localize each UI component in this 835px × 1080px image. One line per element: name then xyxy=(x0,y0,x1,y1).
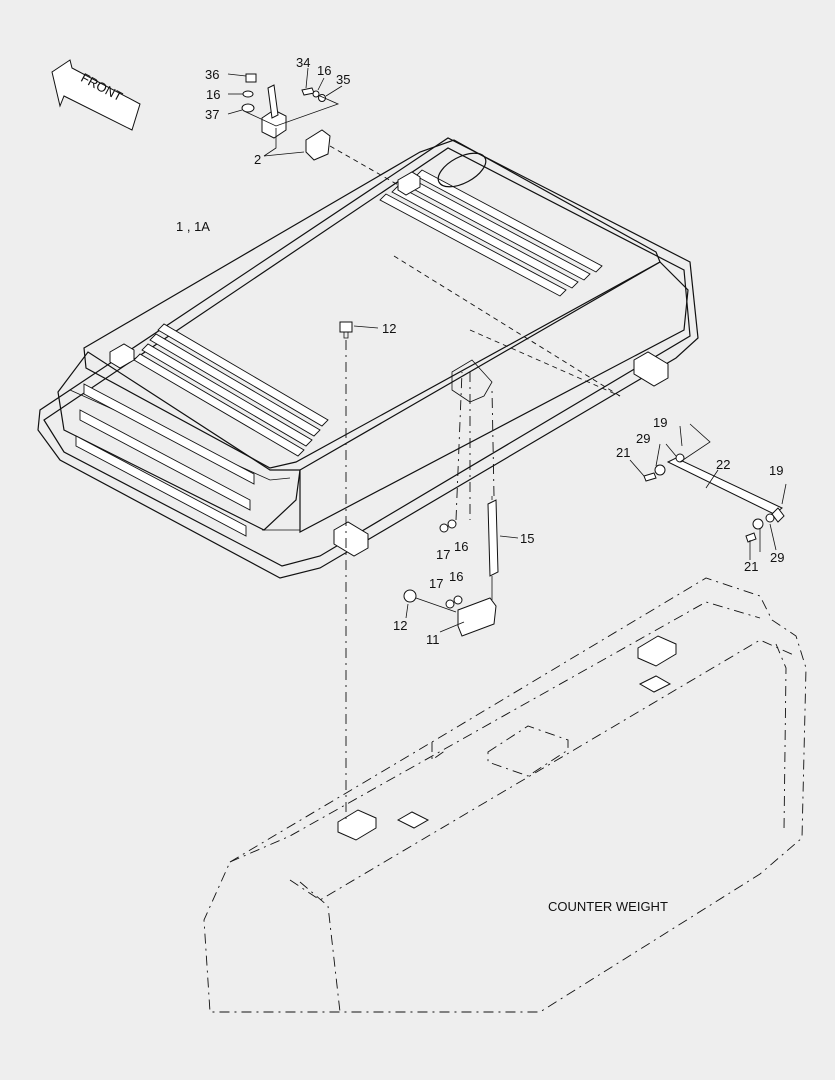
callout-16d: 16 xyxy=(449,569,463,584)
stay-rod-assembly xyxy=(393,255,787,560)
counterweight-pad-front xyxy=(396,811,430,829)
washer-37 xyxy=(241,103,255,113)
counterweight-label: COUNTER WEIGHT xyxy=(548,899,668,914)
bolt-21-lower xyxy=(745,532,757,543)
callout-15: 15 xyxy=(520,531,534,546)
bracket-11 xyxy=(457,597,497,637)
callout-16b: 16 xyxy=(317,63,331,78)
hinge-front xyxy=(333,521,369,557)
hood-vents-front xyxy=(75,383,255,537)
callout-12a: 12 xyxy=(382,321,396,336)
bolt-34 xyxy=(301,87,315,96)
hinge-top xyxy=(397,171,421,196)
callout-11: 11 xyxy=(426,632,440,647)
counterweight-block-front xyxy=(337,809,377,841)
engine-hood xyxy=(37,137,699,579)
callout-2: 2 xyxy=(254,152,261,167)
callout-21a: 21 xyxy=(616,445,630,460)
bolt-36 xyxy=(245,73,257,83)
callout-36: 36 xyxy=(205,67,219,82)
hood-vents-left xyxy=(133,323,329,457)
callout-29b: 29 xyxy=(770,550,784,565)
stay-rod-22 xyxy=(666,457,783,515)
washer-16-mid xyxy=(312,90,320,98)
counterweight-block-rear xyxy=(637,635,677,667)
callout-19b: 19 xyxy=(769,463,783,478)
hinge-left-top xyxy=(109,343,135,369)
bolt-21-upper xyxy=(643,472,657,482)
front-arrow: FRONT xyxy=(51,59,141,131)
gas-spring-assembly xyxy=(403,371,519,637)
striker-2 xyxy=(305,129,331,161)
counterweight-pad-rear xyxy=(638,675,672,693)
callout-37: 37 xyxy=(205,107,219,122)
callout-12b: 12 xyxy=(393,618,407,633)
hood-vents-right xyxy=(379,169,603,297)
callout-17b: 17 xyxy=(429,576,443,591)
washer-29-lower xyxy=(752,518,764,530)
callout-22: 22 xyxy=(716,457,730,472)
callout-34: 34 xyxy=(296,55,310,70)
callout-16c: 16 xyxy=(454,539,468,554)
callout-17a: 17 xyxy=(436,547,450,562)
callout-35: 35 xyxy=(336,72,350,87)
washer-17-lower xyxy=(445,599,455,609)
gas-spring-15 xyxy=(487,499,499,577)
callout-16a: 16 xyxy=(206,87,220,102)
nut-16-lower xyxy=(453,595,463,605)
callout-1: 1 , 1A xyxy=(176,219,210,234)
washer-29-upper xyxy=(654,464,666,476)
pin-19-lower xyxy=(765,513,775,523)
callout-21b: 21 xyxy=(744,559,758,574)
counterweight: COUNTER WEIGHT xyxy=(203,577,807,1013)
washer-16-upper xyxy=(242,90,254,98)
latch-assembly xyxy=(227,67,401,187)
callout-19a: 19 xyxy=(653,415,667,430)
bolt-12-lower xyxy=(403,589,417,603)
part-12-upper xyxy=(339,321,379,820)
hinge-rear xyxy=(633,351,669,387)
callout-29a: 29 xyxy=(636,431,650,446)
pin-19-upper xyxy=(675,453,685,463)
washer-17-upper xyxy=(439,523,449,533)
callout-labels: 36 16 37 34 16 35 2 1 , 1A 12 19 29 21 2… xyxy=(176,55,784,647)
nut-16-upper xyxy=(447,519,457,529)
